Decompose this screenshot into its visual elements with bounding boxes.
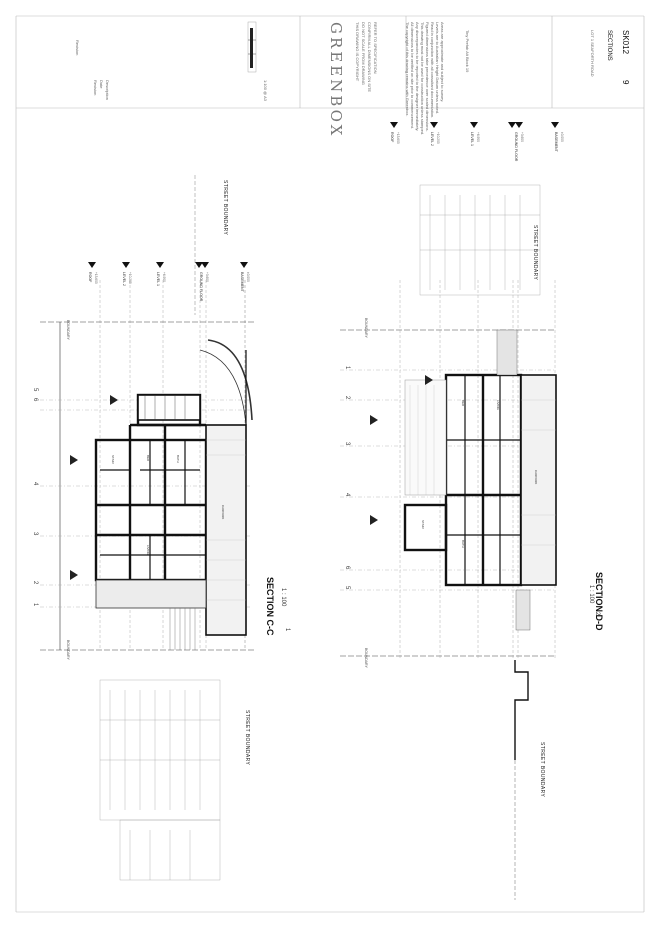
sheet-revision: 9 (621, 80, 630, 85)
section-d-level-roof: ROOF (390, 132, 394, 143)
section-c-title: SECTION C-C (265, 577, 275, 636)
project-line: Tiny Prefab Alt Block 19 (465, 30, 470, 73)
revision-header: Revision (75, 40, 80, 56)
section-d-room-carpark: CARPARK (534, 470, 538, 485)
section-c-level-ground: GROUND FLOOR (199, 272, 203, 302)
section-d-room-stair: STAIR (421, 520, 425, 529)
section-d-grid-3: 3 (344, 442, 350, 446)
section-d-title: SECTION D-D (594, 572, 604, 631)
section-d-level-ground-value: +3.600 (520, 132, 524, 142)
legal-line-8: Areas are approximate and subject to sur… (440, 22, 445, 103)
section-d-grid-6: 6 (344, 566, 350, 570)
section-c-c-geometry (40, 175, 255, 881)
section-d-grid-1: 1 (344, 366, 350, 370)
project-label: LOT 1 SEAFORTH ROAD (590, 30, 595, 77)
section-c-street-top: STREET BOUNDARY (222, 180, 228, 236)
sheet-border (15, 15, 645, 913)
brand-logo: GREENBOX (327, 22, 345, 139)
section-d-level-basement-value: ±0.000 (560, 132, 564, 142)
section-d-level-2: LEVEL 2 (430, 132, 434, 147)
section-c-boundary-top: BOUNDARY (66, 320, 70, 340)
section-c-grid-4: 4 (32, 482, 38, 486)
section-c-level-1: LEVEL 1 (156, 272, 160, 287)
section-d-boundary-top: BOUNDARY (364, 318, 368, 338)
revision-col-date: Date (99, 80, 104, 89)
section-d-level-roof-value: +13.600 (396, 132, 400, 144)
section-c-level-2-value: +10.200 (128, 272, 132, 284)
section-c-level-1-value: +6.900 (162, 272, 166, 282)
section-c-grid-3: 3 (32, 532, 38, 536)
section-d-number: 2 (594, 612, 600, 616)
section-c-level-roof-value: +13.600 (94, 272, 98, 284)
section-d-level-ground: GROUND FLOOR (514, 132, 518, 162)
section-d-room-living: LIVING (496, 400, 500, 410)
section-d-level-1-value: +6.900 (476, 132, 480, 142)
section-c-room-bed: BED (146, 455, 150, 462)
section-c-grid-5: 5 (32, 388, 38, 392)
section-c-room-living: LIVING (146, 545, 150, 555)
section-d-boundary-bottom: BOUNDARY (364, 648, 368, 668)
revision-col-rev: Revision (93, 80, 98, 96)
section-d-level-basement: BASEMENT (554, 132, 558, 152)
revision-col-desc: Description (105, 80, 110, 101)
section-c-number: 1 (284, 628, 290, 632)
section-d-street-bottom: STREET BOUNDARY (539, 742, 545, 798)
note-line-4: REFER TO SPECIFICATION (373, 22, 378, 74)
note-line-2: DO NOT SCALE FROM DRAWING (361, 22, 366, 85)
section-d-level-2-value: +10.200 (436, 132, 440, 144)
section-c-level-roof: ROOF (88, 272, 92, 283)
sheet-number: SK012 (621, 30, 630, 55)
section-c-level-basement-value: ±0.000 (246, 272, 250, 282)
section-d-room-bed: BED (461, 400, 465, 407)
note-line-3: CONFIRM ALL DIMENSIONS ON SITE (367, 22, 372, 93)
section-c-boundary-bottom: BOUNDARY (66, 640, 70, 660)
note-line-1: THIS DRAWING IS COPYRIGHT (355, 22, 360, 82)
section-c-room-carpark: CARPARK (221, 505, 225, 520)
scale-note: 1:100 @ A3 (263, 80, 268, 101)
section-c-scale: 1 : 100 (280, 588, 286, 607)
section-c-room-stair: STAIR (111, 455, 115, 464)
section-c-room-bath: BATH (176, 455, 180, 463)
section-c-level-ground-value: +3.600 (205, 272, 209, 282)
section-c-level-2: LEVEL 2 (122, 272, 126, 287)
section-d-room-bath: BATH (461, 540, 465, 548)
title-scale-bar (247, 21, 257, 73)
section-c-street-bottom: STREET BOUNDARY (244, 710, 250, 766)
section-c-level-basement: BASEMENT (240, 272, 244, 292)
section-c-grid-6: 6 (32, 398, 38, 402)
section-d-street-top: STREET BOUNDARY (532, 225, 538, 281)
section-d-level-1: LEVEL 1 (470, 132, 474, 147)
section-c-grid-1: 1 (32, 603, 38, 607)
section-d-grid-2: 2 (344, 396, 350, 400)
section-d-grid-4: 4 (344, 493, 350, 497)
section-d-grid-5: 5 (344, 586, 350, 590)
section-d-scale: 1 : 100 (588, 585, 594, 604)
drawing-title: SECTIONS (606, 30, 612, 61)
section-d-d-geometry (340, 122, 559, 900)
section-c-grid-2: 2 (32, 581, 38, 585)
